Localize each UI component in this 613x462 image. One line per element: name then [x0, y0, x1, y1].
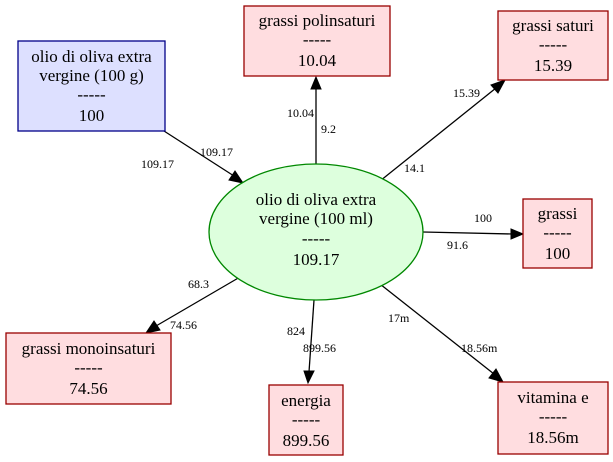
node-title: vitamina e — [517, 388, 588, 407]
node-box — [497, 10, 609, 81]
edge-label-b: 91.6 — [447, 238, 468, 252]
arrowhead — [490, 79, 507, 94]
edge-line — [422, 231, 513, 235]
edge-line — [379, 87, 497, 182]
node-box — [243, 5, 391, 77]
arrowhead — [510, 228, 525, 240]
arrowhead — [488, 368, 505, 383]
edge-label-b: 74.56 — [170, 318, 197, 332]
node-monoinsaturi[interactable]: grassi monoinsaturi ----- 74.56 — [5, 332, 172, 405]
node-saturi[interactable]: grassi saturi ----- 15.39 — [497, 10, 609, 81]
edge-center-to-polinsaturi: 10.04 9.2 — [287, 75, 336, 165]
edge-center-to-energia: 824 899.56 — [287, 299, 336, 385]
node-box — [17, 40, 166, 132]
edge-label-a: 17m — [388, 311, 410, 325]
edge-center-to-grassi: 100 91.6 — [422, 211, 525, 252]
node-separator: ----- — [74, 358, 103, 377]
node-polinsaturi[interactable]: grassi polinsaturi ----- 10.04 — [243, 5, 391, 77]
node-value: 100 — [79, 106, 105, 125]
edge-label-a: 15.39 — [453, 86, 480, 100]
node-box — [497, 381, 609, 455]
node-title-line2: vergine (100 g) — [39, 66, 144, 85]
node-energia[interactable]: energia ----- 899.56 — [268, 384, 344, 456]
edge-label-b: 14.1 — [404, 161, 425, 175]
arrowhead — [144, 320, 161, 334]
edge-line — [163, 130, 235, 177]
node-separator: ----- — [539, 35, 568, 54]
edge-line — [308, 299, 315, 373]
node-title: grassi — [538, 204, 578, 223]
node-title: grassi monoinsaturi — [22, 339, 156, 358]
edge-label-b: 18.56m — [461, 341, 498, 355]
node-box — [268, 384, 344, 456]
edge-label-a: 68.3 — [188, 277, 209, 291]
node-title: grassi saturi — [512, 16, 594, 35]
edge-label-a: 100 — [474, 211, 492, 225]
edge-center-to-monoinsaturi: 68.3 74.56 — [144, 276, 241, 334]
node-value: 109.17 — [293, 250, 340, 269]
node-separator: ----- — [292, 410, 321, 429]
edge-label-a: 824 — [287, 324, 305, 338]
node-value: 899.56 — [283, 431, 330, 450]
arrowhead — [303, 370, 315, 385]
edge-center-to-vitamina: 17m 18.56m — [379, 283, 505, 383]
edge-label-b: 9.2 — [321, 122, 336, 136]
node-value: 15.39 — [534, 56, 572, 75]
edge-center-to-saturi: 15.39 14.1 — [379, 79, 507, 182]
edge-label-a: 109.17 — [200, 145, 233, 159]
node-value: 100 — [545, 244, 571, 263]
edge-label-b: 899.56 — [303, 341, 336, 355]
node-separator: ----- — [77, 85, 106, 104]
node-ellipse — [208, 163, 424, 301]
node-title-line1: olio di oliva extra — [256, 190, 377, 209]
node-separator: ----- — [303, 30, 332, 49]
node-title-line1: olio di oliva extra — [31, 47, 152, 66]
node-source[interactable]: olio di oliva extra vergine (100 g) ----… — [17, 40, 166, 132]
node-center[interactable]: olio di oliva extra vergine (100 ml) ---… — [208, 163, 424, 301]
node-vitamina[interactable]: vitamina e ----- 18.56m — [497, 381, 609, 455]
arrowhead — [228, 170, 245, 184]
edge-source-to-center: 109.17 109.17 — [141, 130, 245, 184]
node-box — [522, 198, 593, 269]
edge-line — [379, 283, 495, 375]
edge-label-a: 10.04 — [287, 106, 314, 120]
node-value: 10.04 — [298, 51, 337, 70]
node-title-line2: vergine (100 ml) — [259, 209, 373, 228]
node-title: energia — [281, 391, 331, 410]
node-separator: ----- — [539, 407, 568, 426]
node-value: 74.56 — [69, 379, 107, 398]
node-separator: ----- — [302, 229, 331, 248]
node-box — [5, 332, 172, 405]
node-grassi[interactable]: grassi ----- 100 — [522, 198, 593, 269]
node-title: grassi polinsaturi — [259, 11, 376, 30]
node-value: 18.56m — [527, 428, 578, 447]
arrowhead — [310, 75, 322, 90]
edge-line — [155, 276, 241, 327]
node-separator: ----- — [543, 223, 572, 242]
edge-label-b: 109.17 — [141, 157, 174, 171]
